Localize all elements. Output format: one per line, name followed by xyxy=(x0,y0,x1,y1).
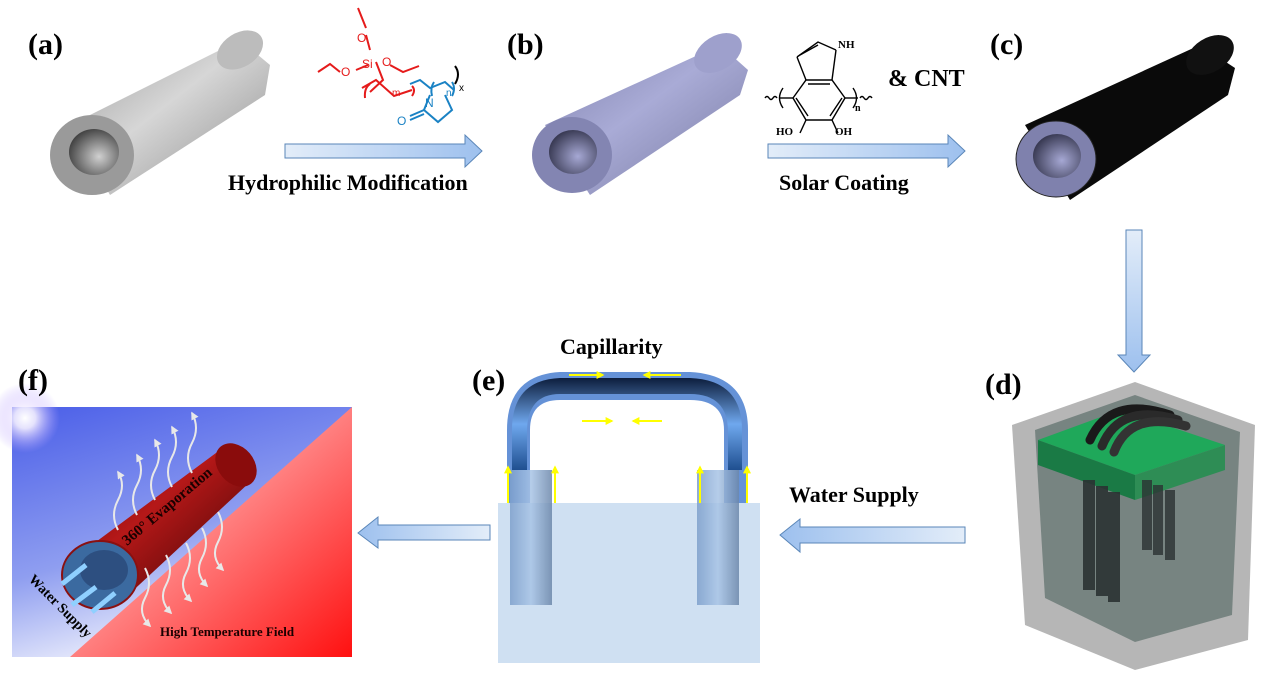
atom-o2: O xyxy=(341,65,350,79)
arrow-c-to-d xyxy=(1116,229,1152,373)
subscript-x: x xyxy=(459,83,464,94)
caption-solar-coating: Solar Coating xyxy=(779,170,909,195)
arrow-b-to-c xyxy=(767,133,966,169)
sun-icon xyxy=(0,383,60,453)
panel-label-b: (b) xyxy=(507,28,544,61)
atom-oh: OH xyxy=(835,126,853,138)
subscript-m: m xyxy=(392,88,400,99)
water-inflow-arrows xyxy=(60,563,117,614)
subscript-pda-n: n xyxy=(855,103,861,114)
caption-water-supply: Water Supply xyxy=(789,482,919,507)
tube-purple-icon xyxy=(532,33,748,195)
evaporation-scene xyxy=(0,383,352,657)
arrow-a-to-b xyxy=(284,133,483,169)
atom-n: N xyxy=(425,96,434,110)
atom-o-carbonyl: O xyxy=(397,114,406,128)
silane-polymer-structure xyxy=(317,7,459,124)
atom-si: Si xyxy=(362,57,373,71)
atom-o3: O xyxy=(382,55,391,69)
atom-o1: O xyxy=(357,31,366,45)
evaporator-device-icon xyxy=(1012,382,1255,670)
arrow-e-to-f xyxy=(357,515,491,549)
capillary-u-tube-icon xyxy=(498,371,760,663)
atom-nh: NH xyxy=(838,39,855,51)
panel-label-f: (f) xyxy=(18,364,48,397)
panel-label-c: (c) xyxy=(990,28,1024,61)
panel-label-a: (a) xyxy=(28,28,63,61)
subscript-n: n xyxy=(446,88,452,99)
panel-label-d: (d) xyxy=(985,368,1022,401)
capillarity-title: Capillarity xyxy=(560,334,663,359)
tube-black-icon xyxy=(1015,35,1235,200)
tube-gray-icon xyxy=(50,30,270,195)
high-temperature-label: High Temperature Field xyxy=(160,624,295,639)
cnt-additive-label: & CNT xyxy=(888,66,965,92)
polydopamine-structure xyxy=(764,41,873,134)
arrow-d-to-e xyxy=(779,517,966,554)
vapor-arrows xyxy=(113,411,225,628)
atom-ho: HO xyxy=(776,126,794,138)
caption-hydrophilic-modification: Hydrophilic Modification xyxy=(228,170,468,195)
panel-label-e: (e) xyxy=(472,364,506,397)
